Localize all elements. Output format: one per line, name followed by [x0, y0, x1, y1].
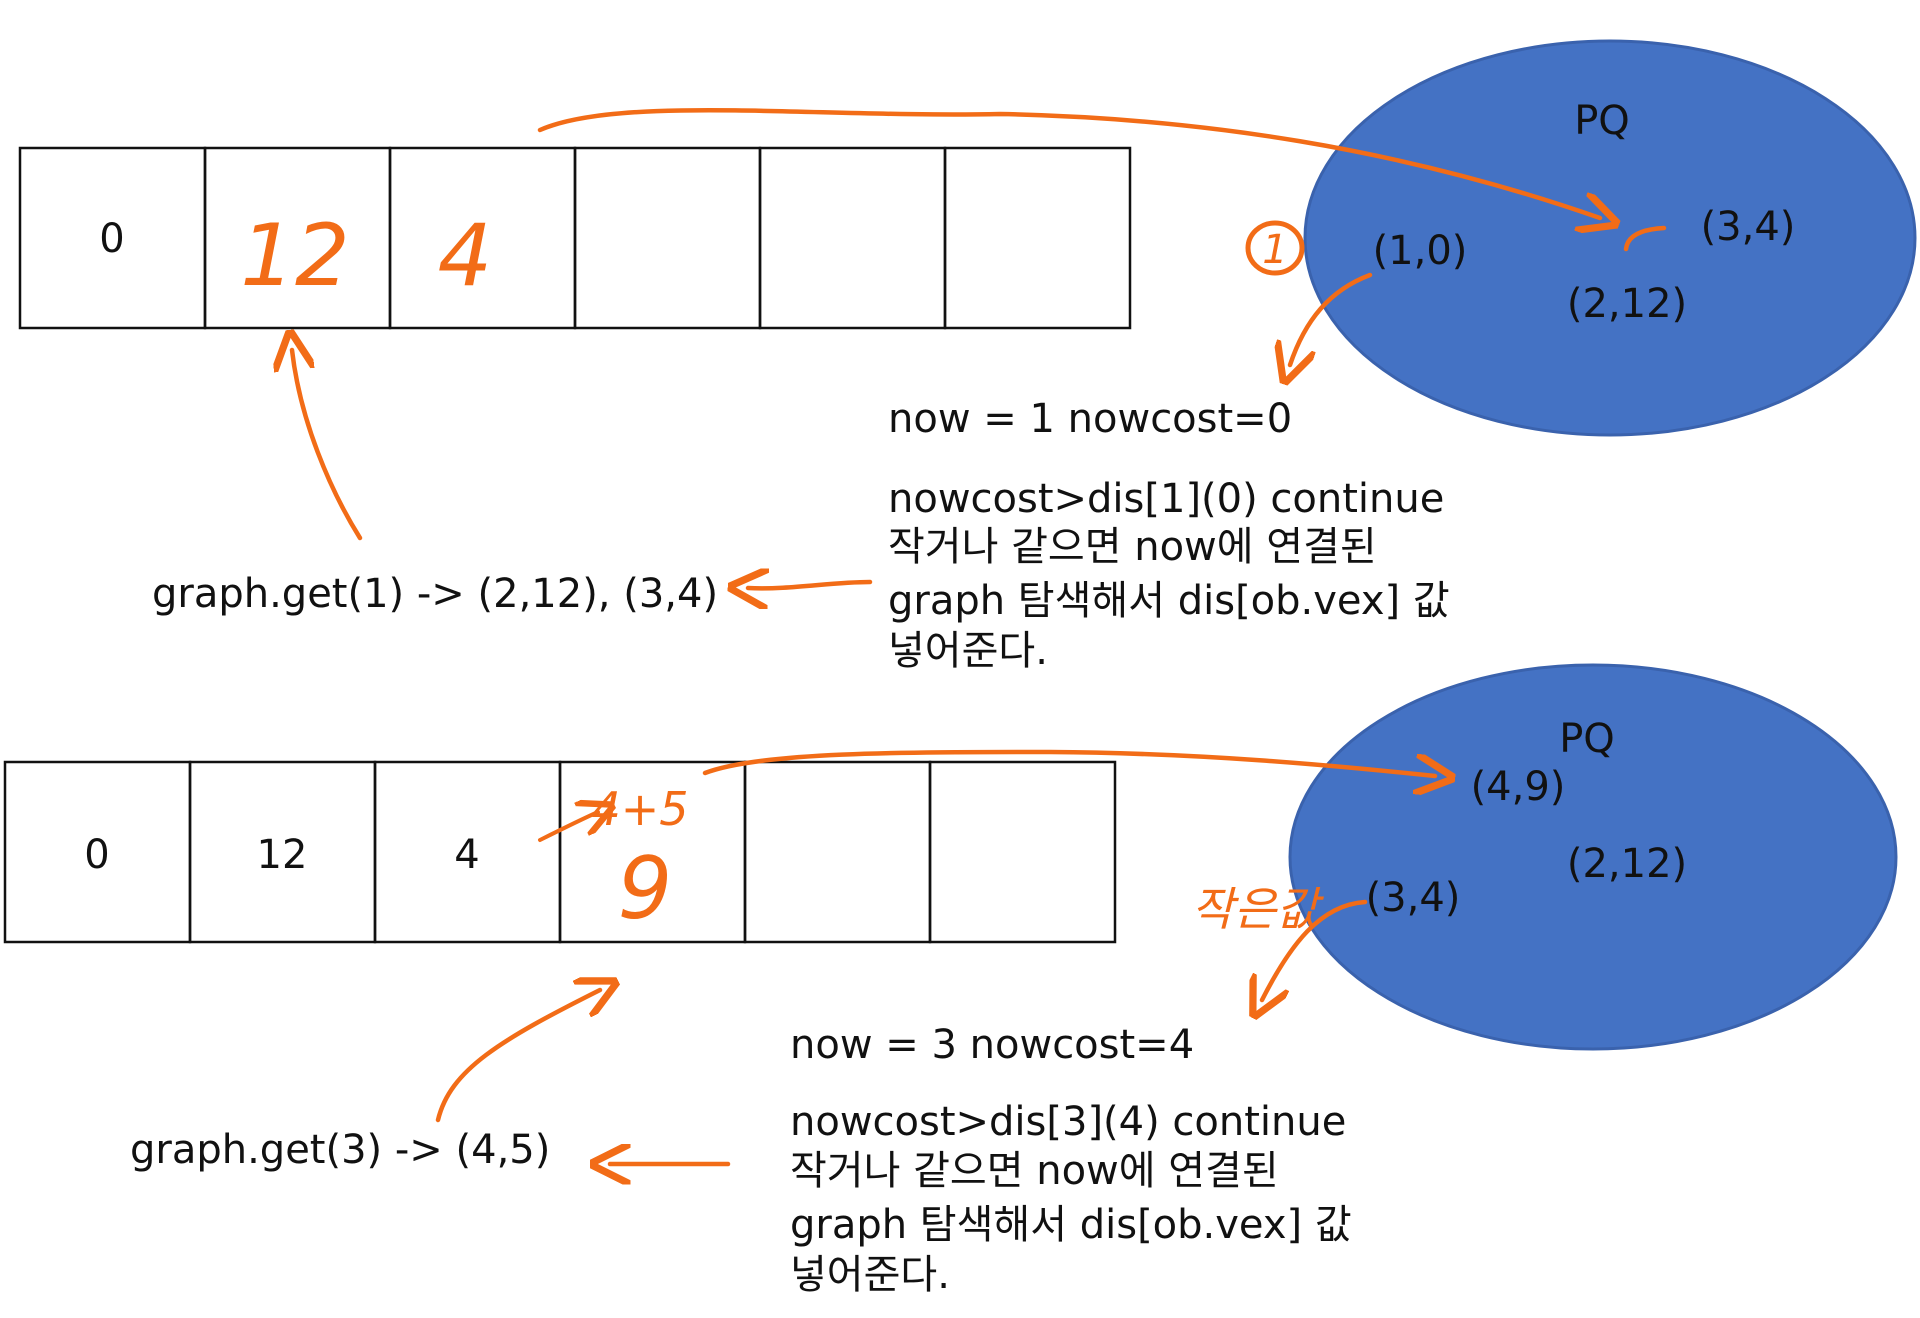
bottom-array-to-pq-arrow	[702, 749, 1435, 776]
bottom-graph-get: graph.get(3) -> (4,5)	[130, 1127, 550, 1173]
bottom-hand-value-9: 9	[618, 839, 673, 939]
top-graph-get: graph.get(1) -> (2,12), (3,4)	[152, 571, 718, 617]
bottom-pq-entry-3-4: (3,4)	[1366, 875, 1461, 921]
bottom-pq-entry-2-12: (2,12)	[1567, 841, 1687, 887]
bottom-now-line: now = 3 nowcost=4	[790, 1022, 1194, 1068]
top-pq-to-text-arrow	[1290, 272, 1373, 365]
top-explain-line-4: 넣어준다.	[888, 628, 1048, 674]
top-graph-to-array-arrow	[292, 350, 363, 541]
top-array-to-pq-arrow	[537, 107, 1600, 218]
bottom-explain-line-1: nowcost>dis[3](4) continue	[790, 1099, 1346, 1145]
top-cell-3	[573, 146, 762, 330]
bottom-cell-2-value: 4	[454, 832, 479, 878]
top-cell-4	[758, 146, 947, 330]
bottom-cell-1-value: 12	[257, 832, 308, 878]
bottom-cell-4	[743, 760, 932, 944]
top-pq-entry-3-4: (3,4)	[1701, 204, 1796, 250]
top-now-line: now = 1 nowcost=0	[888, 396, 1292, 442]
bottom-hand-expr-arrow	[538, 812, 598, 842]
bottom-smallest-mark: 작은값	[1192, 882, 1325, 936]
top-explain-line-3: graph 탐색해서 dis[ob.vex] 값	[888, 578, 1450, 624]
top-pq-ellipse	[1303, 39, 1917, 437]
top-explain-line-2: 작거나 같으면 now에 연결된	[888, 524, 1377, 570]
bottom-pq-entry-4-9: (4,9)	[1471, 764, 1566, 810]
bottom-graph-to-array-arrow	[435, 990, 600, 1123]
top-hand-value-12: 12	[240, 206, 349, 306]
top-explain-line-1: nowcost>dis[1](0) continue	[888, 476, 1444, 522]
top-text-to-graph-arrow	[748, 582, 873, 588]
bottom-pq-title: PQ	[1559, 716, 1615, 762]
bottom-explain-line-3: graph 탐색해서 dis[ob.vex] 값	[790, 1202, 1352, 1248]
top-section: 0 12 4 PQ (1,0) (3,4) (2,12) 1 now = 1 n…	[18, 39, 1917, 674]
top-step-marker: 1	[1245, 220, 1305, 276]
top-pq-title: PQ	[1574, 98, 1630, 144]
top-pq-tick	[1623, 225, 1667, 252]
svg-text:1: 1	[1262, 227, 1287, 273]
bottom-dis-array	[3, 760, 1117, 944]
top-cell-5	[943, 146, 1132, 330]
bottom-explain-line-4: 넣어준다.	[790, 1252, 950, 1298]
top-pq-entry-1-0: (1,0)	[1373, 228, 1468, 274]
top-dis-array	[18, 146, 1132, 330]
bottom-cell-5	[928, 760, 1117, 944]
top-hand-value-4: 4	[438, 206, 493, 306]
top-cell-0-value: 0	[99, 216, 124, 262]
bottom-pq-to-text-arrow	[1262, 899, 1368, 1000]
bottom-section: 0 12 4 4+5 9 PQ (4,9) (2,12) (3,4) 작은값 n…	[3, 663, 1898, 1298]
bottom-explain-line-2: 작거나 같으면 now에 연결된	[790, 1148, 1279, 1194]
bottom-cell-0-value: 0	[84, 832, 109, 878]
bottom-hand-expr: 4+5	[591, 782, 688, 836]
top-pq-entry-2-12: (2,12)	[1567, 281, 1687, 327]
